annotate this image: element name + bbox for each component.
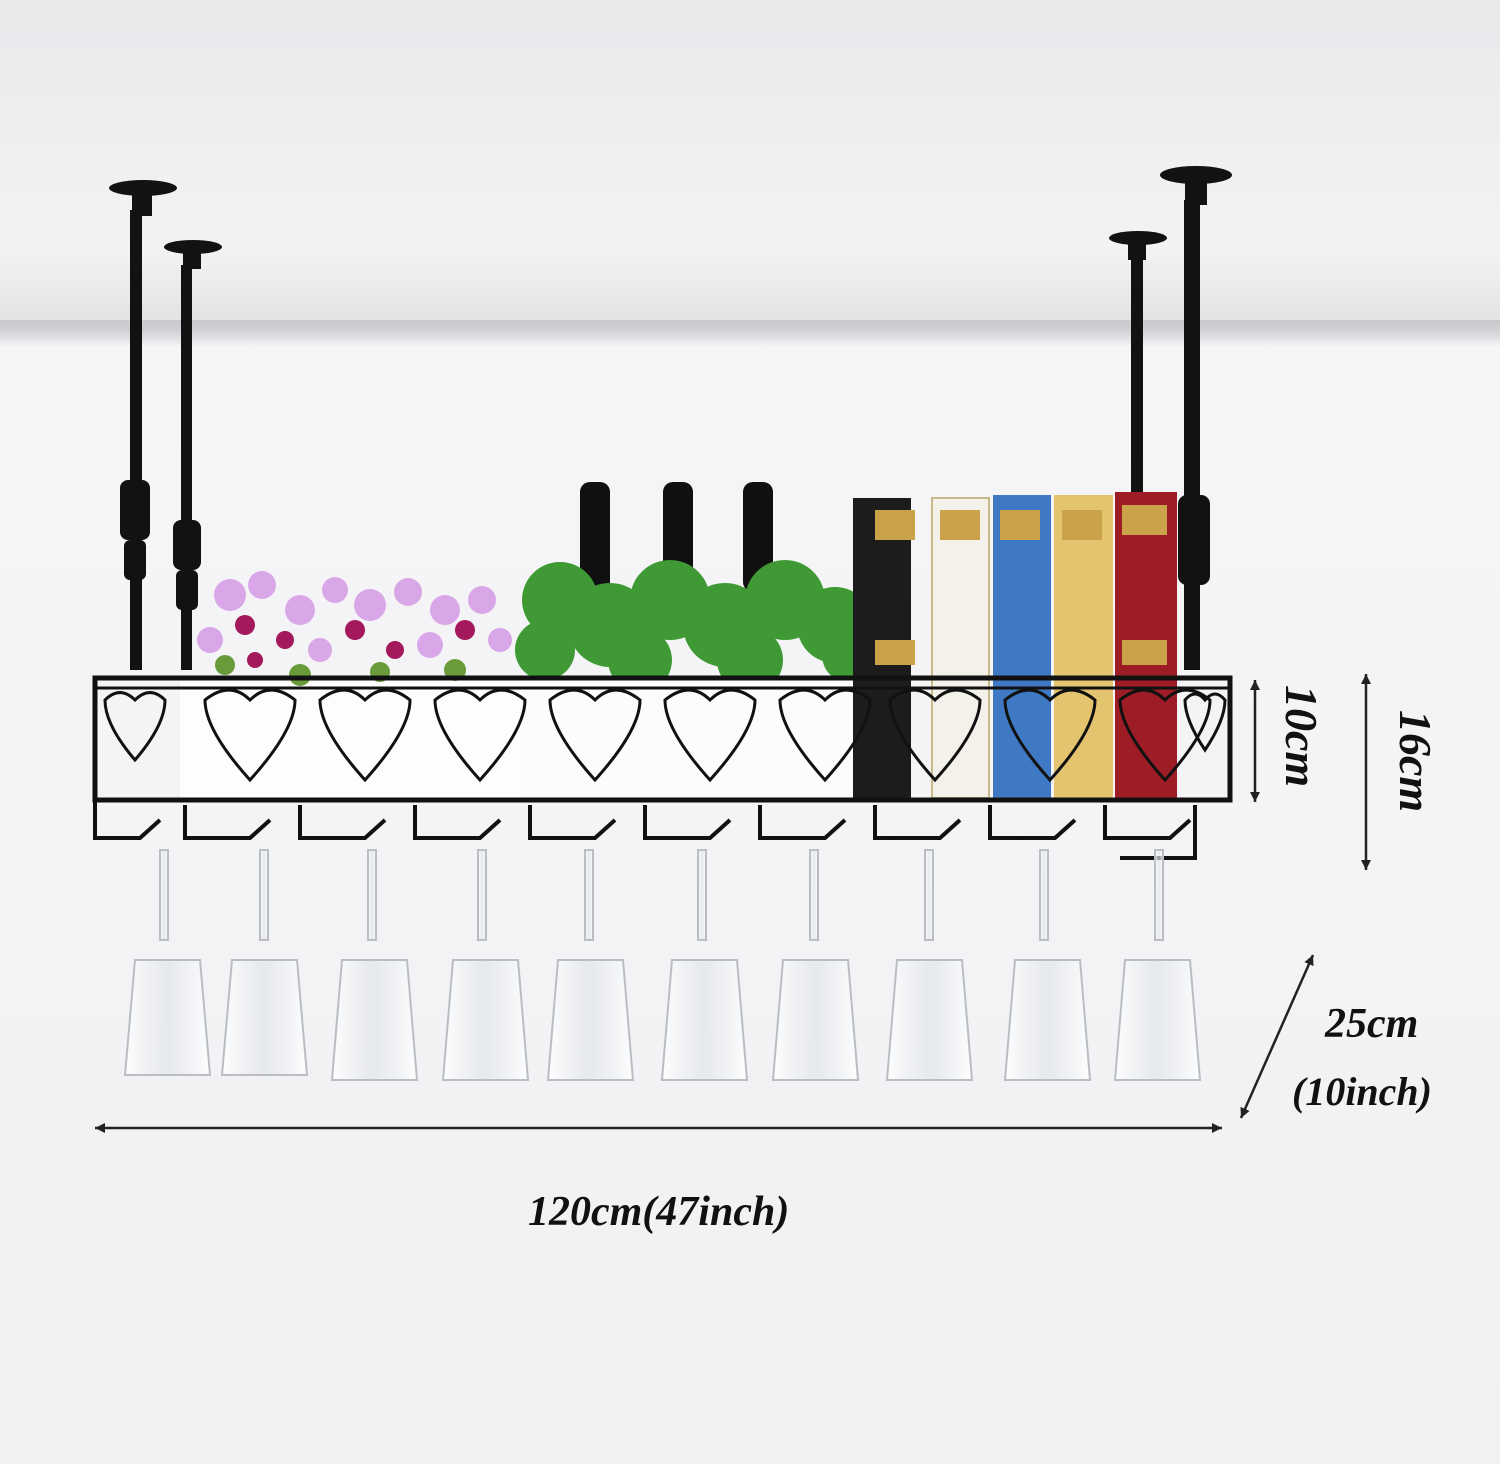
wine-glasses bbox=[123, 849, 1202, 1081]
inner-height-label: 10cm bbox=[1276, 685, 1327, 788]
flower-arrangement bbox=[180, 571, 520, 800]
wine-bottle bbox=[743, 482, 773, 592]
total-height-label: 16cm bbox=[1390, 710, 1441, 813]
wine-bottle bbox=[580, 482, 610, 592]
book bbox=[1054, 495, 1113, 798]
dimension-arrows bbox=[95, 674, 1371, 1133]
ceiling-rods bbox=[109, 166, 1232, 670]
wine-glass-group bbox=[220, 849, 309, 1076]
book bbox=[993, 495, 1051, 798]
rack-frame bbox=[92, 675, 1233, 860]
ceiling-edge-shadow bbox=[0, 320, 1500, 348]
depth-inch-label: (10inch) bbox=[1292, 1069, 1432, 1114]
width-label: 120cm(47inch) bbox=[528, 1189, 790, 1235]
wine-glass-group bbox=[123, 849, 212, 1076]
books bbox=[853, 492, 1177, 799]
ceiling-rod-left-front bbox=[164, 240, 222, 670]
wine-glass-group bbox=[1003, 849, 1092, 1081]
ceiling-rod-right-back bbox=[1160, 166, 1232, 670]
book bbox=[931, 497, 990, 799]
wine-glass-group bbox=[1113, 849, 1202, 1081]
depth-cm-label: 25cm bbox=[1325, 1001, 1419, 1047]
plant-pots bbox=[520, 680, 875, 800]
ceiling-rod-left-back bbox=[109, 180, 177, 670]
wine-glass-group bbox=[330, 849, 419, 1081]
wine-glass-group bbox=[885, 849, 974, 1081]
depth-arrow bbox=[1239, 954, 1315, 1119]
wine-glass-group bbox=[546, 849, 635, 1081]
wine-glass-group bbox=[660, 849, 749, 1081]
wine-glass-group bbox=[441, 849, 530, 1081]
green-plants bbox=[515, 560, 878, 693]
ceiling-rod-right-front bbox=[1109, 231, 1167, 515]
wine-glass-group bbox=[771, 849, 860, 1081]
